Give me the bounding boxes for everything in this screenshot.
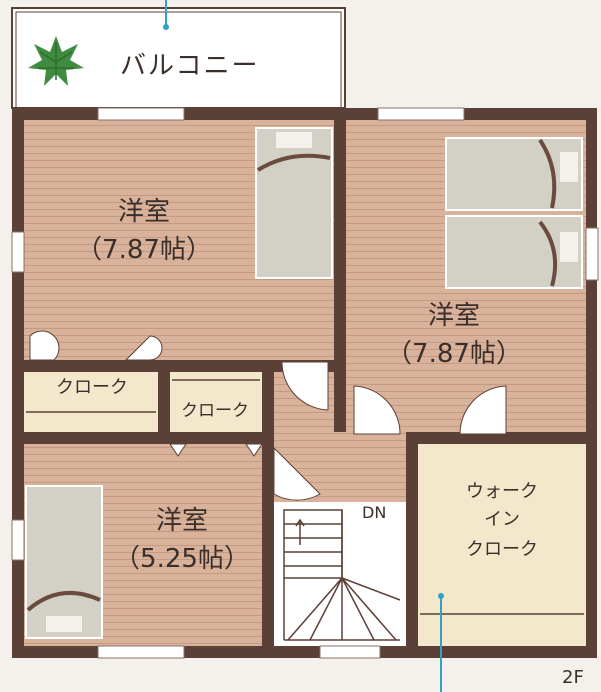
bed-room-2-a xyxy=(445,137,583,211)
closet-2-label: クローク xyxy=(181,401,249,421)
doors xyxy=(29,330,507,501)
bed-room-2-b xyxy=(445,215,583,289)
bed-room-3 xyxy=(25,485,103,639)
stairs-treads xyxy=(283,509,401,641)
floor-label: 2F xyxy=(562,667,584,688)
hall-floor-2 xyxy=(334,432,406,502)
balcony-indicator-dot xyxy=(163,24,169,30)
closet-1-area xyxy=(24,372,158,432)
room-2-title: 洋室 xyxy=(427,301,480,331)
stairs-dn-label: DN xyxy=(362,503,387,522)
walk-in-line-1: ウォーク xyxy=(466,481,538,502)
walk-in-line-3: クローク xyxy=(466,539,538,560)
walk-in-closet-area xyxy=(418,444,586,646)
bed-room-1 xyxy=(255,127,333,279)
room-3-title: 洋室 xyxy=(155,506,208,536)
closet-2-area xyxy=(170,372,262,432)
room-1-title: 洋室 xyxy=(117,197,170,227)
windows xyxy=(11,107,599,659)
room-2-area: （7.87帖） xyxy=(386,339,522,369)
walk-in-indicator-dot xyxy=(438,593,444,599)
balcony-label: バルコニー xyxy=(120,51,260,81)
closet-hangers xyxy=(26,379,584,615)
room-3-area: （5.25帖） xyxy=(114,544,250,574)
plant-icon xyxy=(28,36,84,86)
closet-1-label: クローク xyxy=(56,377,128,398)
room-1-area: （7.87帖） xyxy=(76,235,212,265)
walk-in-line-2: イン xyxy=(484,509,520,530)
